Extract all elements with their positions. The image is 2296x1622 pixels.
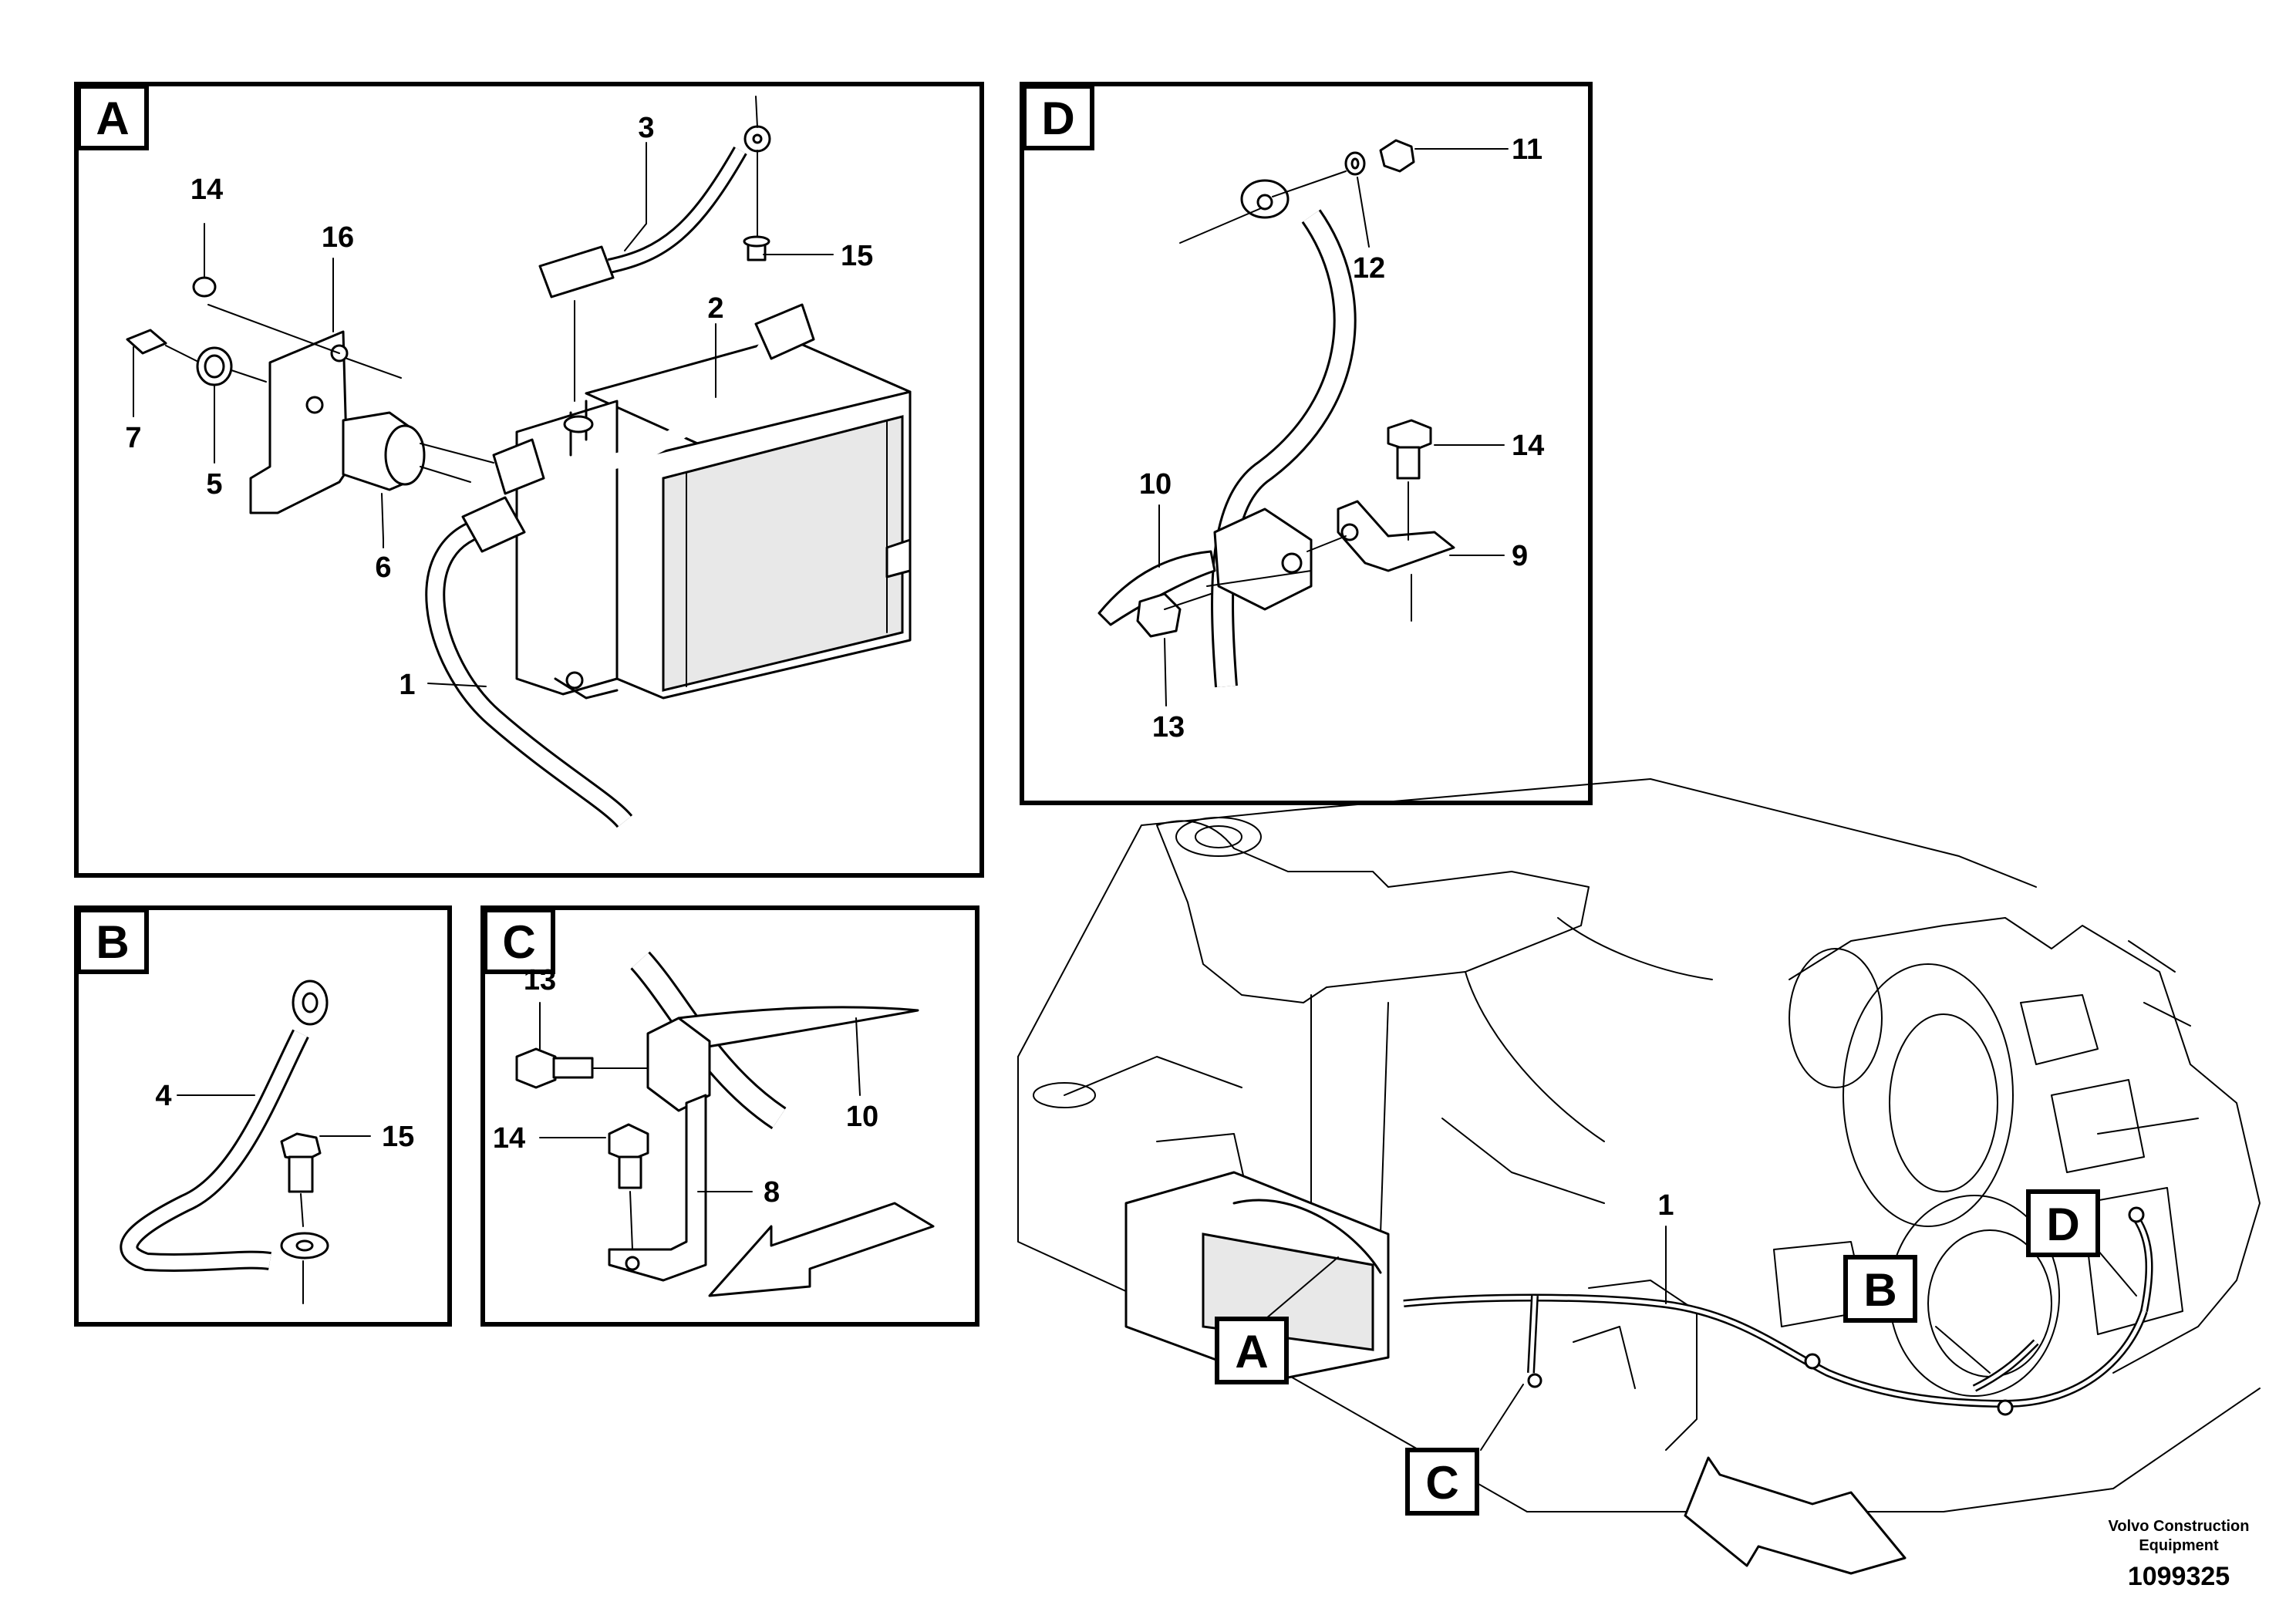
footer-company-line1: Volvo Construction [2109, 1518, 2250, 1535]
panel-b-tag-label: B [96, 916, 129, 968]
panel-a-tag-label: A [96, 93, 129, 144]
footer: Volvo Construction Equipment 1099325 [2109, 1518, 2250, 1591]
ground-cable-drawing [1179, 170, 1357, 688]
label-cable-1-overview: 1 [1657, 1189, 1674, 1222]
label-part-9: 9 [1512, 540, 1528, 572]
panel-a: A [74, 82, 984, 878]
label-part-2: 2 [707, 292, 723, 325]
cable-3-drawing [538, 96, 771, 402]
panel-b-leaders [177, 1094, 371, 1137]
relay-6-drawing [342, 411, 494, 541]
overview-callout-b-label: B [1863, 1264, 1896, 1316]
screw-14-c-drawing [608, 1123, 649, 1250]
panel-a-leaders [133, 142, 834, 687]
battery-box-drawing [515, 336, 912, 700]
panel-d: D [1020, 82, 1593, 805]
label-part-13-c: 13 [524, 964, 556, 996]
label-part-10-d: 10 [1139, 468, 1172, 501]
label-part-12: 12 [1353, 252, 1385, 285]
bolt-13-c-drawing [515, 1002, 649, 1089]
label-part-6: 6 [375, 551, 391, 584]
panel-a-tag: A [76, 84, 149, 150]
label-part-11: 11 [1512, 133, 1542, 166]
label-part-1: 1 [399, 669, 415, 701]
screw-14-drawing [192, 276, 217, 298]
label-part-14: 14 [190, 174, 223, 206]
label-part-4: 4 [155, 1080, 171, 1112]
label-part-13-d: 13 [1152, 711, 1185, 744]
panel-d-tag: D [1022, 84, 1094, 150]
label-part-14-c: 14 [493, 1122, 525, 1155]
overview-callout-a-label: A [1235, 1326, 1268, 1378]
panel-b-tag: B [76, 908, 149, 974]
overview-callout-d-label: D [2046, 1199, 2079, 1250]
panel-b: B 4 15 [74, 905, 452, 1327]
panel-c-leaders [539, 1017, 861, 1192]
label-part-16: 16 [322, 221, 354, 254]
overview-callout-d: D [2026, 1189, 2137, 1297]
clip-7-drawing [126, 329, 197, 362]
overview-machine: 1 [1017, 778, 2261, 1575]
direction-arrow-overview [1684, 1456, 1907, 1575]
panel-c: C 13 10 14 [480, 905, 979, 1327]
clamp-drawing [1097, 508, 1313, 626]
nut-11-drawing [1379, 139, 1415, 173]
cable-clip-drawing [608, 951, 919, 1282]
footer-drawing-number: 1099325 [2128, 1562, 2230, 1591]
cable-2-drawing [492, 303, 815, 495]
bolt-15-b-drawing [280, 1132, 322, 1227]
engine-drawing [1773, 917, 2261, 1397]
overview-callout-c: C [1405, 1384, 1524, 1516]
bracket-16-drawing [207, 304, 402, 514]
overview-callout-c-label: C [1425, 1457, 1458, 1509]
bolt-15-drawing [743, 235, 770, 261]
direction-arrow-c [708, 1202, 935, 1297]
overview-callout-b: B [1843, 1255, 1991, 1374]
label-part-5: 5 [206, 468, 222, 501]
panel-d-tag-label: D [1041, 93, 1074, 144]
panel-c-tag: C [483, 908, 555, 974]
overview-callout-a: A [1215, 1256, 1339, 1384]
label-part-3: 3 [638, 112, 654, 144]
label-part-14-d: 14 [1512, 430, 1544, 462]
washer-12-drawing [1344, 151, 1366, 176]
cable-1-drawing [425, 496, 633, 828]
bracket-9-drawing [1306, 500, 1455, 572]
label-part-7: 7 [125, 422, 141, 454]
bolt-13-drawing [1136, 592, 1212, 638]
panel-c-tag-label: C [502, 916, 535, 968]
label-part-15-b: 15 [382, 1121, 414, 1153]
cable-4-drawing [120, 980, 329, 1304]
label-part-10-c: 10 [846, 1101, 878, 1133]
label-part-8: 8 [764, 1176, 780, 1209]
footer-company-line2: Equipment [2139, 1537, 2219, 1554]
screw-14-d-drawing [1387, 419, 1432, 541]
label-part-15: 15 [841, 240, 873, 272]
panel-d-leaders [1158, 148, 1509, 706]
nut-5-drawing [196, 346, 267, 386]
